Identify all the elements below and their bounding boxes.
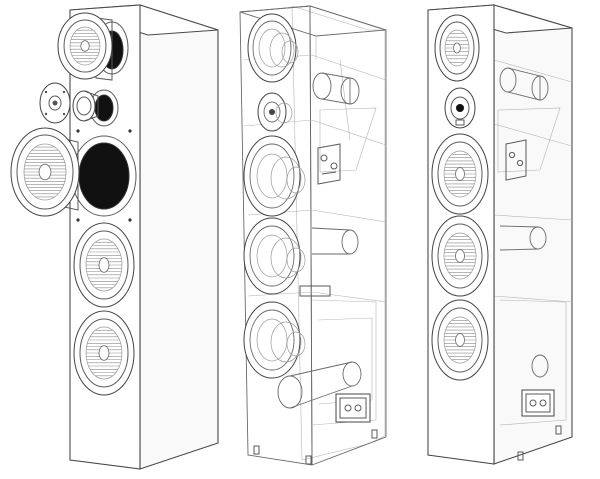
exploded-woofer-mid (73, 222, 135, 308)
exploded-driver-top (57, 12, 113, 81)
transparent-view-speaker (239, 5, 387, 466)
assembled-woofer-top (434, 14, 480, 82)
xray-feet (253, 429, 378, 465)
xray-woofer-top (247, 13, 299, 83)
assembled-woofer-low1 (431, 215, 489, 297)
xray-crossover (299, 143, 341, 297)
exploded-woofer-front (10, 127, 80, 217)
assembled-view-speaker (427, 4, 573, 465)
assembled-tweeter (444, 87, 476, 129)
assembled-feet (517, 425, 562, 461)
assembled-internal-lines (493, 59, 573, 426)
xray-binding-terminal (335, 393, 371, 423)
xray-woofer-low2 (243, 301, 306, 379)
exploded-tweeter-body (72, 90, 99, 122)
exploded-woofer-low (73, 310, 135, 396)
xray-woofer-low1 (243, 217, 306, 295)
assembled-binding-terminal (521, 389, 555, 417)
exploded-cabinet-side (139, 4, 219, 470)
assembled-woofer-low2 (431, 299, 489, 381)
xray-bass-ports (277, 72, 362, 409)
xray-drivers (243, 13, 306, 379)
xray-woofer-mid (243, 135, 306, 217)
exploded-view-speaker (10, 4, 219, 470)
assembled-woofer-mid (431, 133, 489, 215)
exploded-tweeter-plate (39, 82, 71, 124)
xray-tweeter (257, 92, 293, 132)
assembled-ports (499, 67, 549, 378)
